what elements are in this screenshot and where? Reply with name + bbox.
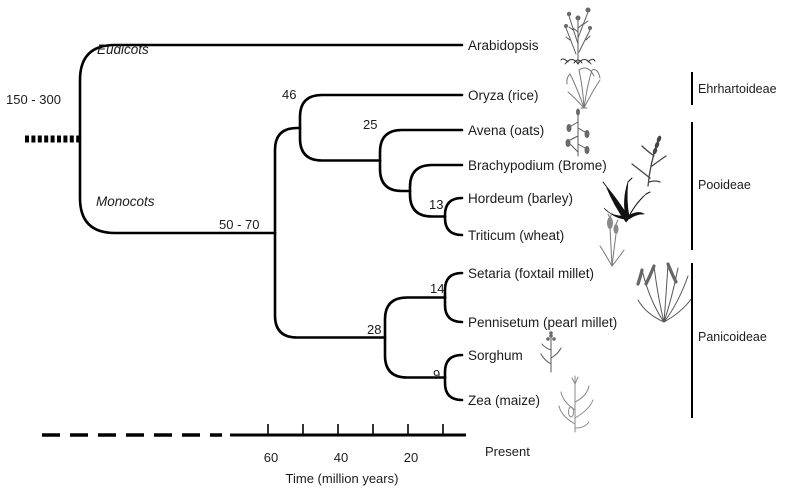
taxon-label-arabidopsis: Arabidopsis: [468, 38, 539, 53]
subfamily-label-ehrhartoideae: Ehrhartoideae: [698, 82, 777, 96]
avena-plant-image: [566, 109, 590, 157]
sorghum-plant-image: [541, 331, 561, 372]
taxon-label-avena: Avena (oats): [468, 123, 544, 138]
branch-eudicots-arabidopsis: [80, 45, 462, 139]
subfamily-label-pooideae: Pooideae: [698, 178, 751, 192]
branch-to-node-46: [275, 128, 300, 233]
zea-plant-image: [559, 376, 593, 432]
time-axis-tick-label: 40: [334, 450, 348, 465]
root-age-label: 150 - 300: [6, 92, 61, 107]
branch-hordeum: [445, 198, 462, 217]
triticum-plant-image: [600, 213, 624, 266]
branch-to-brachypodium-node: [380, 161, 410, 192]
tree-branches: [80, 45, 462, 400]
node-age-13: 13: [429, 197, 443, 212]
taxon-label-sorghum: Sorghum: [468, 348, 523, 363]
time-axis: 60 40 20 Present Time (million years): [42, 424, 530, 486]
node-age-14: 14: [430, 281, 444, 296]
time-axis-title: Time (million years): [286, 471, 399, 486]
subfamily-label-panicoideae: Panicoideae: [698, 330, 767, 344]
hordeum-plant-image: [603, 178, 650, 222]
time-axis-tick-label: 60: [264, 450, 278, 465]
taxon-label-pennisetum: Pennisetum (pearl millet): [468, 315, 617, 330]
branch-pennisetum: [445, 298, 462, 323]
node-age-9: 9: [433, 367, 440, 382]
setaria-plant-image: [638, 264, 692, 322]
taxon-label-brachypodium: Brachypodium (Brome): [468, 158, 607, 173]
time-axis-present-label: Present: [485, 444, 530, 459]
taxon-label-setaria: Setaria (foxtail millet): [468, 266, 594, 281]
time-axis-tick-label: 20: [404, 450, 418, 465]
clade-label-monocots: Monocots: [96, 194, 155, 209]
taxon-label-triticum: Triticum (wheat): [468, 228, 564, 243]
node-age-46: 46: [282, 87, 296, 102]
clade-label-eudicots: Eudicots: [97, 42, 149, 57]
arabidopsis-plant-image: [561, 8, 595, 65]
node-age-25: 25: [363, 117, 377, 132]
taxon-label-zea: Zea (maize): [468, 393, 540, 408]
brachypodium-plant-image: [632, 135, 666, 186]
taxon-label-hordeum: Hordeum (barley): [468, 191, 573, 206]
branch-to-node-25: [300, 128, 380, 161]
node-age-monocots: 50 - 70: [219, 217, 259, 232]
branch-sorghum: [445, 355, 462, 378]
branch-zea: [445, 378, 462, 401]
branch-brachypodium: [410, 165, 462, 191]
branch-triticum: [445, 217, 462, 236]
oryza-plant-image: [567, 68, 600, 108]
taxon-label-oryza: Oryza (rice): [468, 88, 539, 103]
branch-to-node-14: [385, 298, 445, 338]
node-age-28: 28: [367, 322, 381, 337]
branch-oryza: [300, 95, 462, 128]
branch-avena: [380, 130, 462, 161]
branch-setaria: [445, 273, 462, 298]
